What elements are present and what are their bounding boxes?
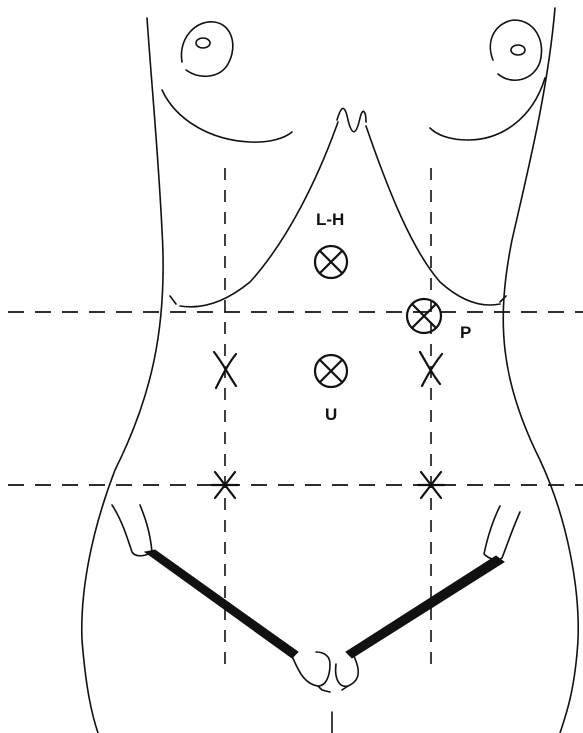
marker-right-lower-cross <box>418 472 444 498</box>
marker-umbilicus <box>315 355 347 387</box>
marker-left-lower-cross <box>212 472 238 498</box>
left-iliac-crest <box>112 505 152 556</box>
marker-right-upper-cross <box>420 352 442 386</box>
right-nipple <box>511 45 525 55</box>
right-costal-margin <box>366 126 500 305</box>
left-breast <box>181 22 232 76</box>
marker-pancreas <box>407 299 441 333</box>
label-pancreas: P <box>460 323 471 342</box>
right-breast <box>490 20 541 80</box>
xiphoid <box>337 108 366 131</box>
right-inguinal-fold <box>346 556 504 658</box>
left-nipple <box>196 38 210 48</box>
marker-left-upper-cross <box>214 352 236 388</box>
marker-liver-heart <box>315 246 347 278</box>
left-body-contour <box>82 18 163 733</box>
label-umbilicus: U <box>325 405 337 424</box>
groin <box>292 652 330 686</box>
right-iliac-crest <box>484 506 520 560</box>
left-inguinal-fold <box>145 550 298 658</box>
right-body-contour <box>503 8 578 733</box>
guide-lines <box>8 168 583 670</box>
left-costal-margin <box>180 122 338 307</box>
breasts <box>162 20 545 142</box>
pelvis <box>112 505 520 733</box>
label-liver-heart: L-H <box>316 210 344 229</box>
